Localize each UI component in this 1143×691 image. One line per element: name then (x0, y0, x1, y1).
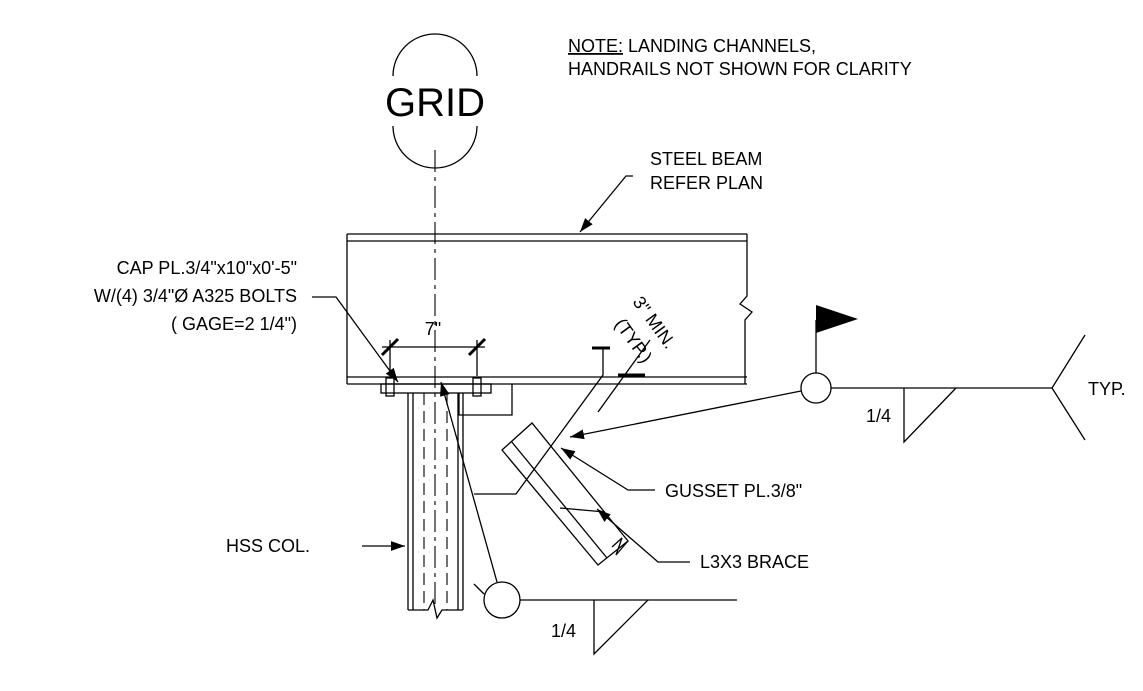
weld-all-around-icon (800, 372, 832, 404)
cap-plate-line3: ( GAGE=2 1/4") (171, 314, 297, 334)
note-line1: LANDING CHANNELS, (623, 36, 816, 56)
column-break-line (408, 598, 463, 620)
field-weld-flag-icon (816, 305, 858, 333)
weld-right-size: 1/4 (866, 406, 891, 426)
steel-beam (346, 233, 753, 385)
weld-right-typ: TYP. (1088, 379, 1126, 399)
steel-beam-callout: STEEL BEAM REFER PLAN (579, 149, 763, 233)
gusset-label: GUSSET PL.3/8" (665, 481, 802, 501)
weld-bottom-size: 1/4 (551, 621, 576, 641)
note-line2: HANDRAILS NOT SHOWN FOR CLARITY (568, 59, 912, 79)
grid-label: GRID (385, 81, 485, 125)
gusset-plate (474, 347, 604, 495)
svg-text:NOTE: LANDING CHANNELS,: NOTE: LANDING CHANNELS, (568, 36, 816, 56)
bolt-head-right (472, 377, 482, 397)
fillet-weld-icon (593, 599, 649, 656)
column-callout: HSS COL. (226, 536, 405, 556)
cap-plate-callout: CAP PL.3/4"x10"x0'-5" W/(4) 3/4"Ø A325 B… (94, 258, 399, 383)
column-label: HSS COL. (226, 536, 310, 556)
cap-plate-line1: CAP PL.3/4"x10"x0'-5" (117, 258, 297, 278)
brace-break-line (611, 537, 629, 556)
brace-callout: L3X3 BRACE (596, 508, 809, 572)
stiffener-plate (458, 384, 513, 416)
fillet-weld-icon (903, 387, 957, 444)
cap-plate-line2: W/(4) 3/4"Ø A325 BOLTS (94, 286, 297, 306)
edge-distance-dimension: 3" MIN. (TYP.) (592, 293, 680, 413)
note-prefix: NOTE: (568, 36, 623, 56)
weld-all-around-icon (483, 581, 521, 619)
brace-label: L3X3 BRACE (700, 552, 809, 572)
weld-tail-icon (1051, 334, 1086, 441)
grid-bubble: GRID (385, 33, 485, 610)
weld-symbol-bottom: 1/4 (440, 381, 737, 656)
hss-column (407, 393, 464, 620)
bolt-spacing-dimension: 7" (380, 319, 487, 376)
beam-break-line (739, 234, 753, 384)
bolt-spacing-label: 7" (425, 319, 441, 339)
steel-beam-line2: REFER PLAN (650, 173, 763, 193)
steel-beam-line1: STEEL BEAM (650, 149, 762, 169)
note: NOTE: LANDING CHANNELS, HANDRAILS NOT SH… (568, 36, 912, 79)
gusset-callout: GUSSET PL.3/8" (560, 447, 802, 501)
weld-symbol-right: 1/4 TYP. (569, 305, 1126, 444)
l3x3-brace (501, 422, 629, 566)
